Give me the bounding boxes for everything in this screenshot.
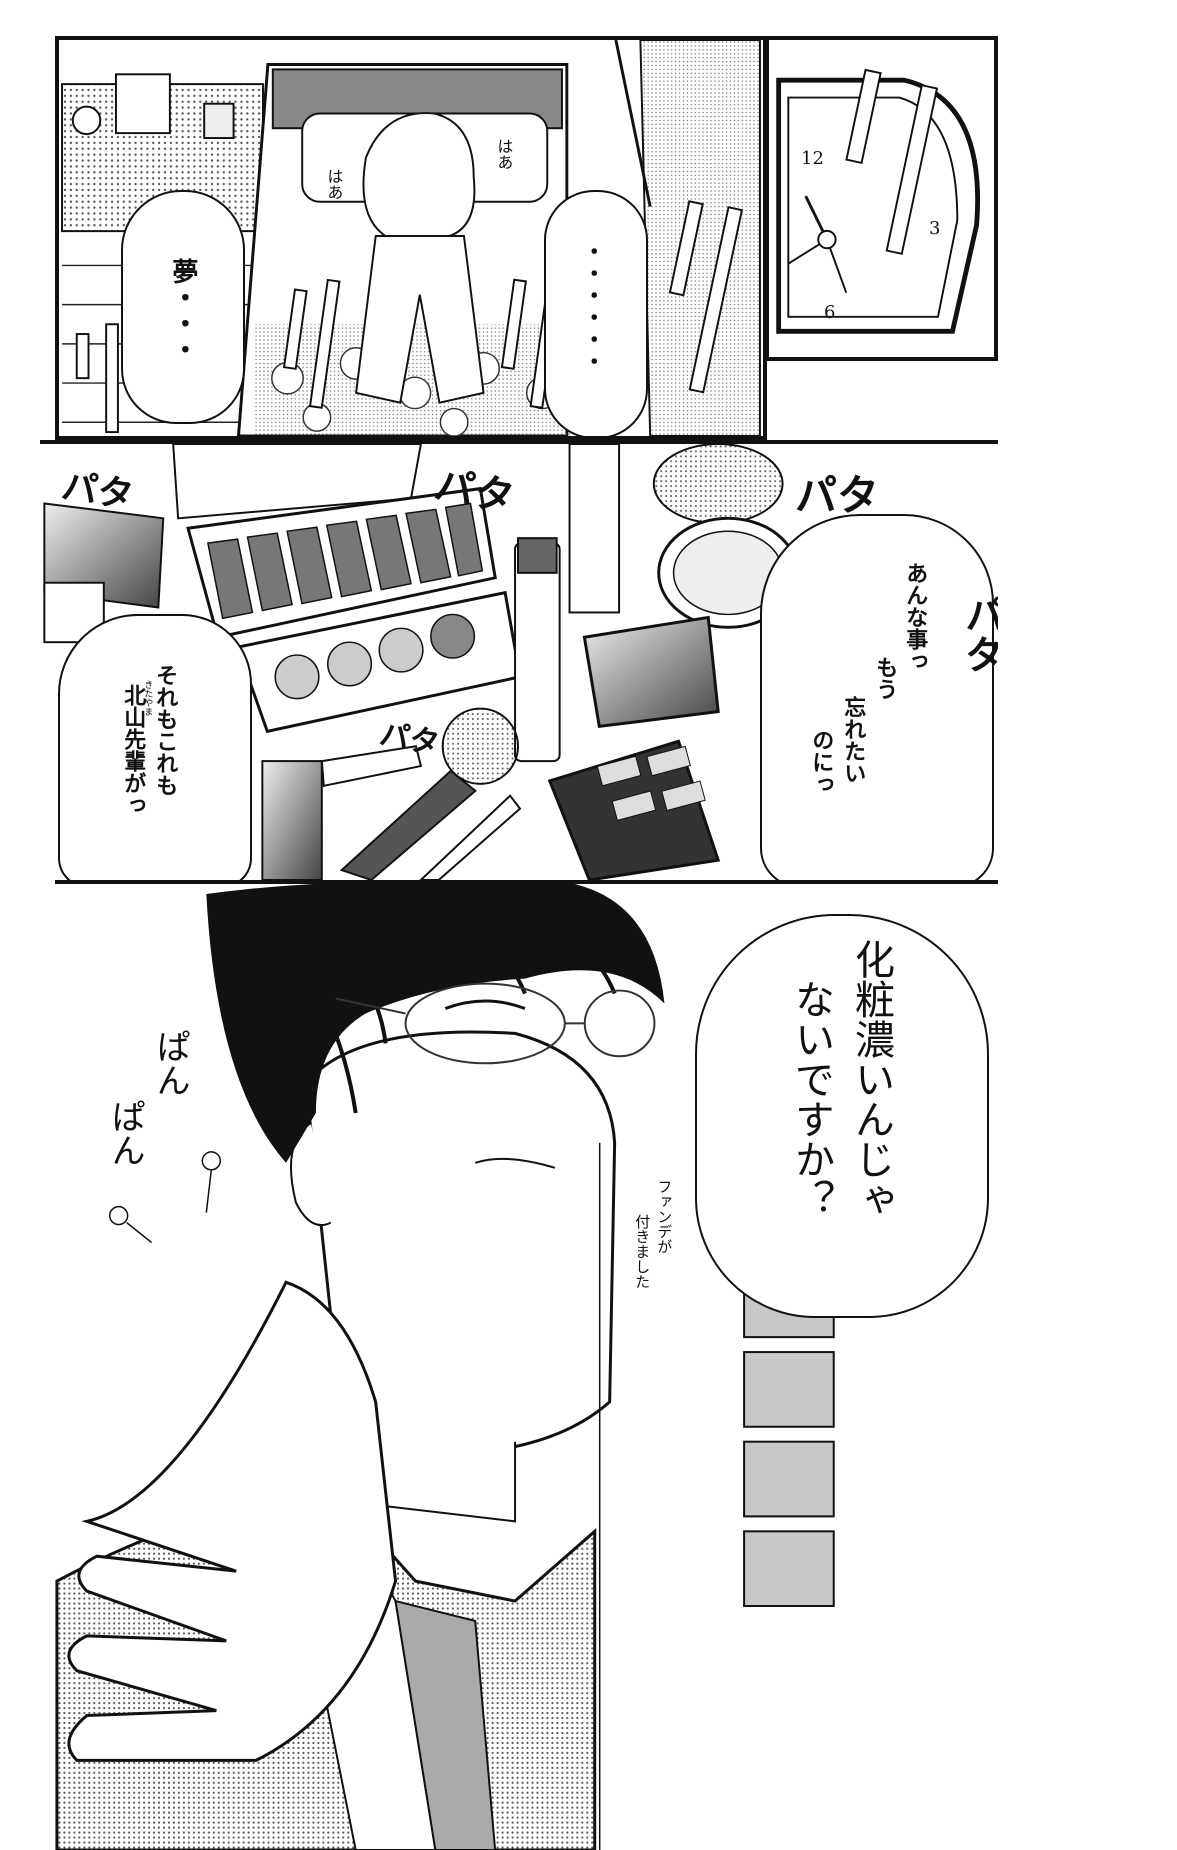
note-text-line2: 付きました <box>633 1214 652 1289</box>
clock-illustration <box>776 68 980 334</box>
speech-bubble-main <box>695 914 989 1318</box>
speech-bubble-left <box>58 614 252 880</box>
sfx-pon-1: ぱん <box>150 1029 191 1097</box>
sfx-pata-5: パタ <box>958 594 998 674</box>
clock-numeral-3: 3 <box>929 218 941 239</box>
speech-bubble-right <box>760 514 994 880</box>
bubble-text-sore-mo: それもこれも <box>152 664 178 796</box>
speech-bubble-left <box>121 190 245 424</box>
bedroom-illustration <box>61 40 761 436</box>
pillow-sfx-haa-2: はあ <box>494 138 514 170</box>
speech-text-line1: 化粧濃いんじゃ <box>848 939 894 1219</box>
sfx-pon-2: ぱん <box>105 1099 146 1167</box>
note-text-line1: ファンデが <box>655 1179 674 1254</box>
speech-bubble-right <box>544 190 648 436</box>
panel-bedroom: 夢・・・ ・・・・・・ はあ はあ <box>55 36 767 440</box>
panel-man: 化粧濃いんじゃ ないですか？ ぱん ぱん ファンデが 付きました <box>55 880 998 1850</box>
speech-text-line2: ないですか？ <box>788 979 834 1219</box>
clock-numeral-6: 6 <box>824 302 836 323</box>
bubble-text-kitayama: 北山先輩がっ <box>120 684 146 816</box>
man-illustration <box>55 884 835 1850</box>
bubble-text-wasuretai: 忘れたい <box>840 696 866 784</box>
panel-makeup: それもこれも 北山先輩がっ きたやま あんな事っ もう 忘れたい のにっ パタ … <box>40 440 998 880</box>
clock-numeral-12: 12 <box>801 148 824 169</box>
bubble-text-mou: もう <box>872 656 898 700</box>
bubble-text-noni: のにっ <box>808 729 834 795</box>
makeup-illustration <box>43 444 799 880</box>
sfx-pata-3: パタ <box>795 471 880 520</box>
sfx-pata-1: パタ <box>59 466 137 517</box>
bubble-text-ellipsis: ・・・・・・ <box>579 240 605 372</box>
bubble-text-anna-koto: あんな事っ <box>902 562 928 672</box>
panel-clock: 12 3 6 <box>765 36 998 361</box>
bubble-text-dream: 夢・・・ <box>167 258 198 362</box>
furigana-kitayama: きたやま <box>142 680 153 716</box>
pillow-sfx-haa-1: はあ <box>324 168 344 200</box>
